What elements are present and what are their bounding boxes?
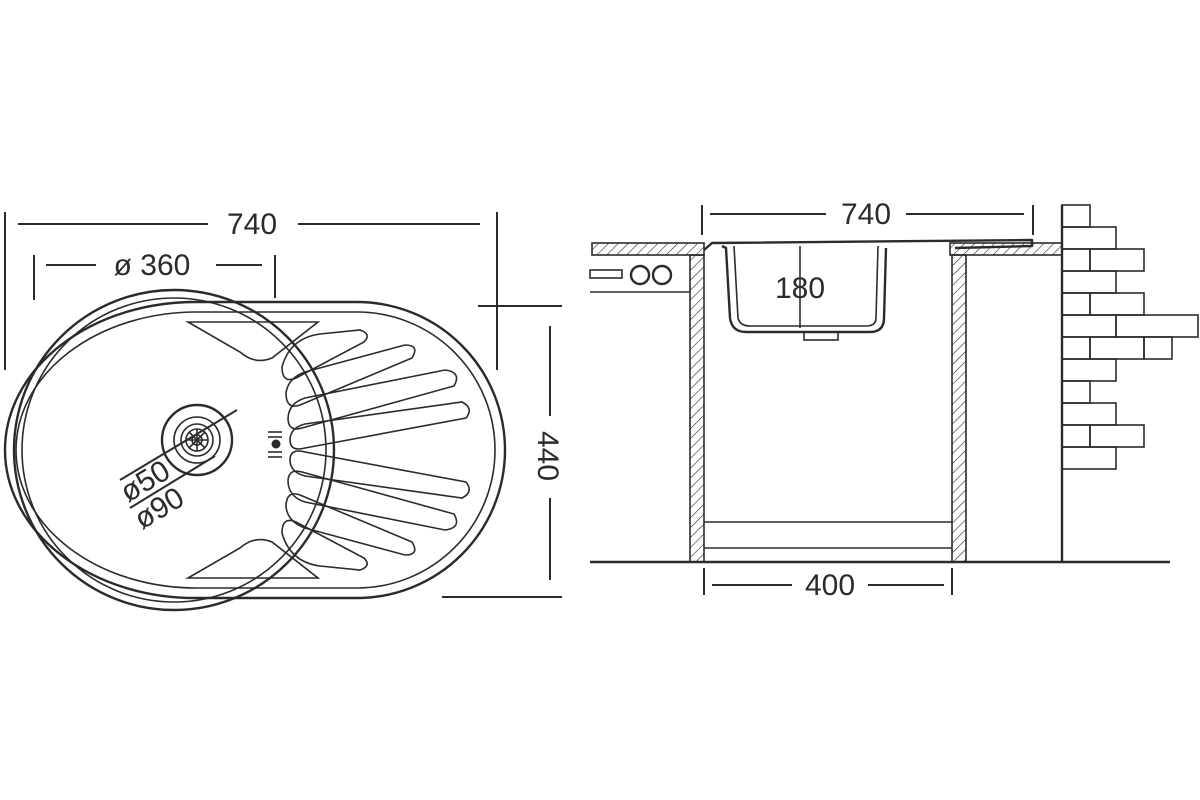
drainer-rib xyxy=(285,493,416,556)
drainer-rib xyxy=(287,470,458,531)
side-depth-dim: 180 xyxy=(775,272,825,305)
cabinet-wall-left xyxy=(689,254,705,563)
sink-rim xyxy=(703,238,1034,251)
brick-wall xyxy=(1061,204,1199,470)
overflow-hole xyxy=(268,431,282,458)
drainer-rib xyxy=(281,329,368,381)
edge-fitting xyxy=(589,264,690,293)
top-width-dim: 740 xyxy=(227,208,277,241)
side-width-dim: 740 xyxy=(841,198,891,231)
drainer-top-edge xyxy=(185,321,321,362)
drainer-rib xyxy=(287,369,458,430)
bowl-diameter-dim: ø 360 xyxy=(114,249,191,282)
drainer-rib xyxy=(285,344,416,407)
drainer-rib xyxy=(289,450,470,499)
sink-inner-outline xyxy=(15,311,496,589)
drainer-rib xyxy=(281,519,368,571)
drainer-ribs xyxy=(281,329,470,571)
bowl-outline xyxy=(12,288,336,612)
side-bowl-outline xyxy=(721,244,888,334)
side-drain xyxy=(803,331,839,341)
side-view: 740 180 400 xyxy=(589,198,1199,602)
cabinet-wall-right xyxy=(951,254,967,563)
countertop-right xyxy=(949,242,1063,256)
top-view: ø50 ø90 740 ø 360 440 xyxy=(3,208,564,612)
drain-strainer xyxy=(160,403,234,477)
drainer-rib xyxy=(289,401,470,450)
drain-leader-outer xyxy=(129,455,216,509)
sink-outer-outline xyxy=(3,300,507,600)
drain-leader-inner xyxy=(119,409,238,481)
bowl-inner-outline xyxy=(21,297,327,603)
countertop-left xyxy=(591,242,705,256)
side-bowl-inner xyxy=(733,245,879,327)
drainer-bottom-edge xyxy=(185,538,321,579)
top-height-dim: 440 xyxy=(531,431,564,481)
cabinet-width-dim: 400 xyxy=(805,569,855,602)
